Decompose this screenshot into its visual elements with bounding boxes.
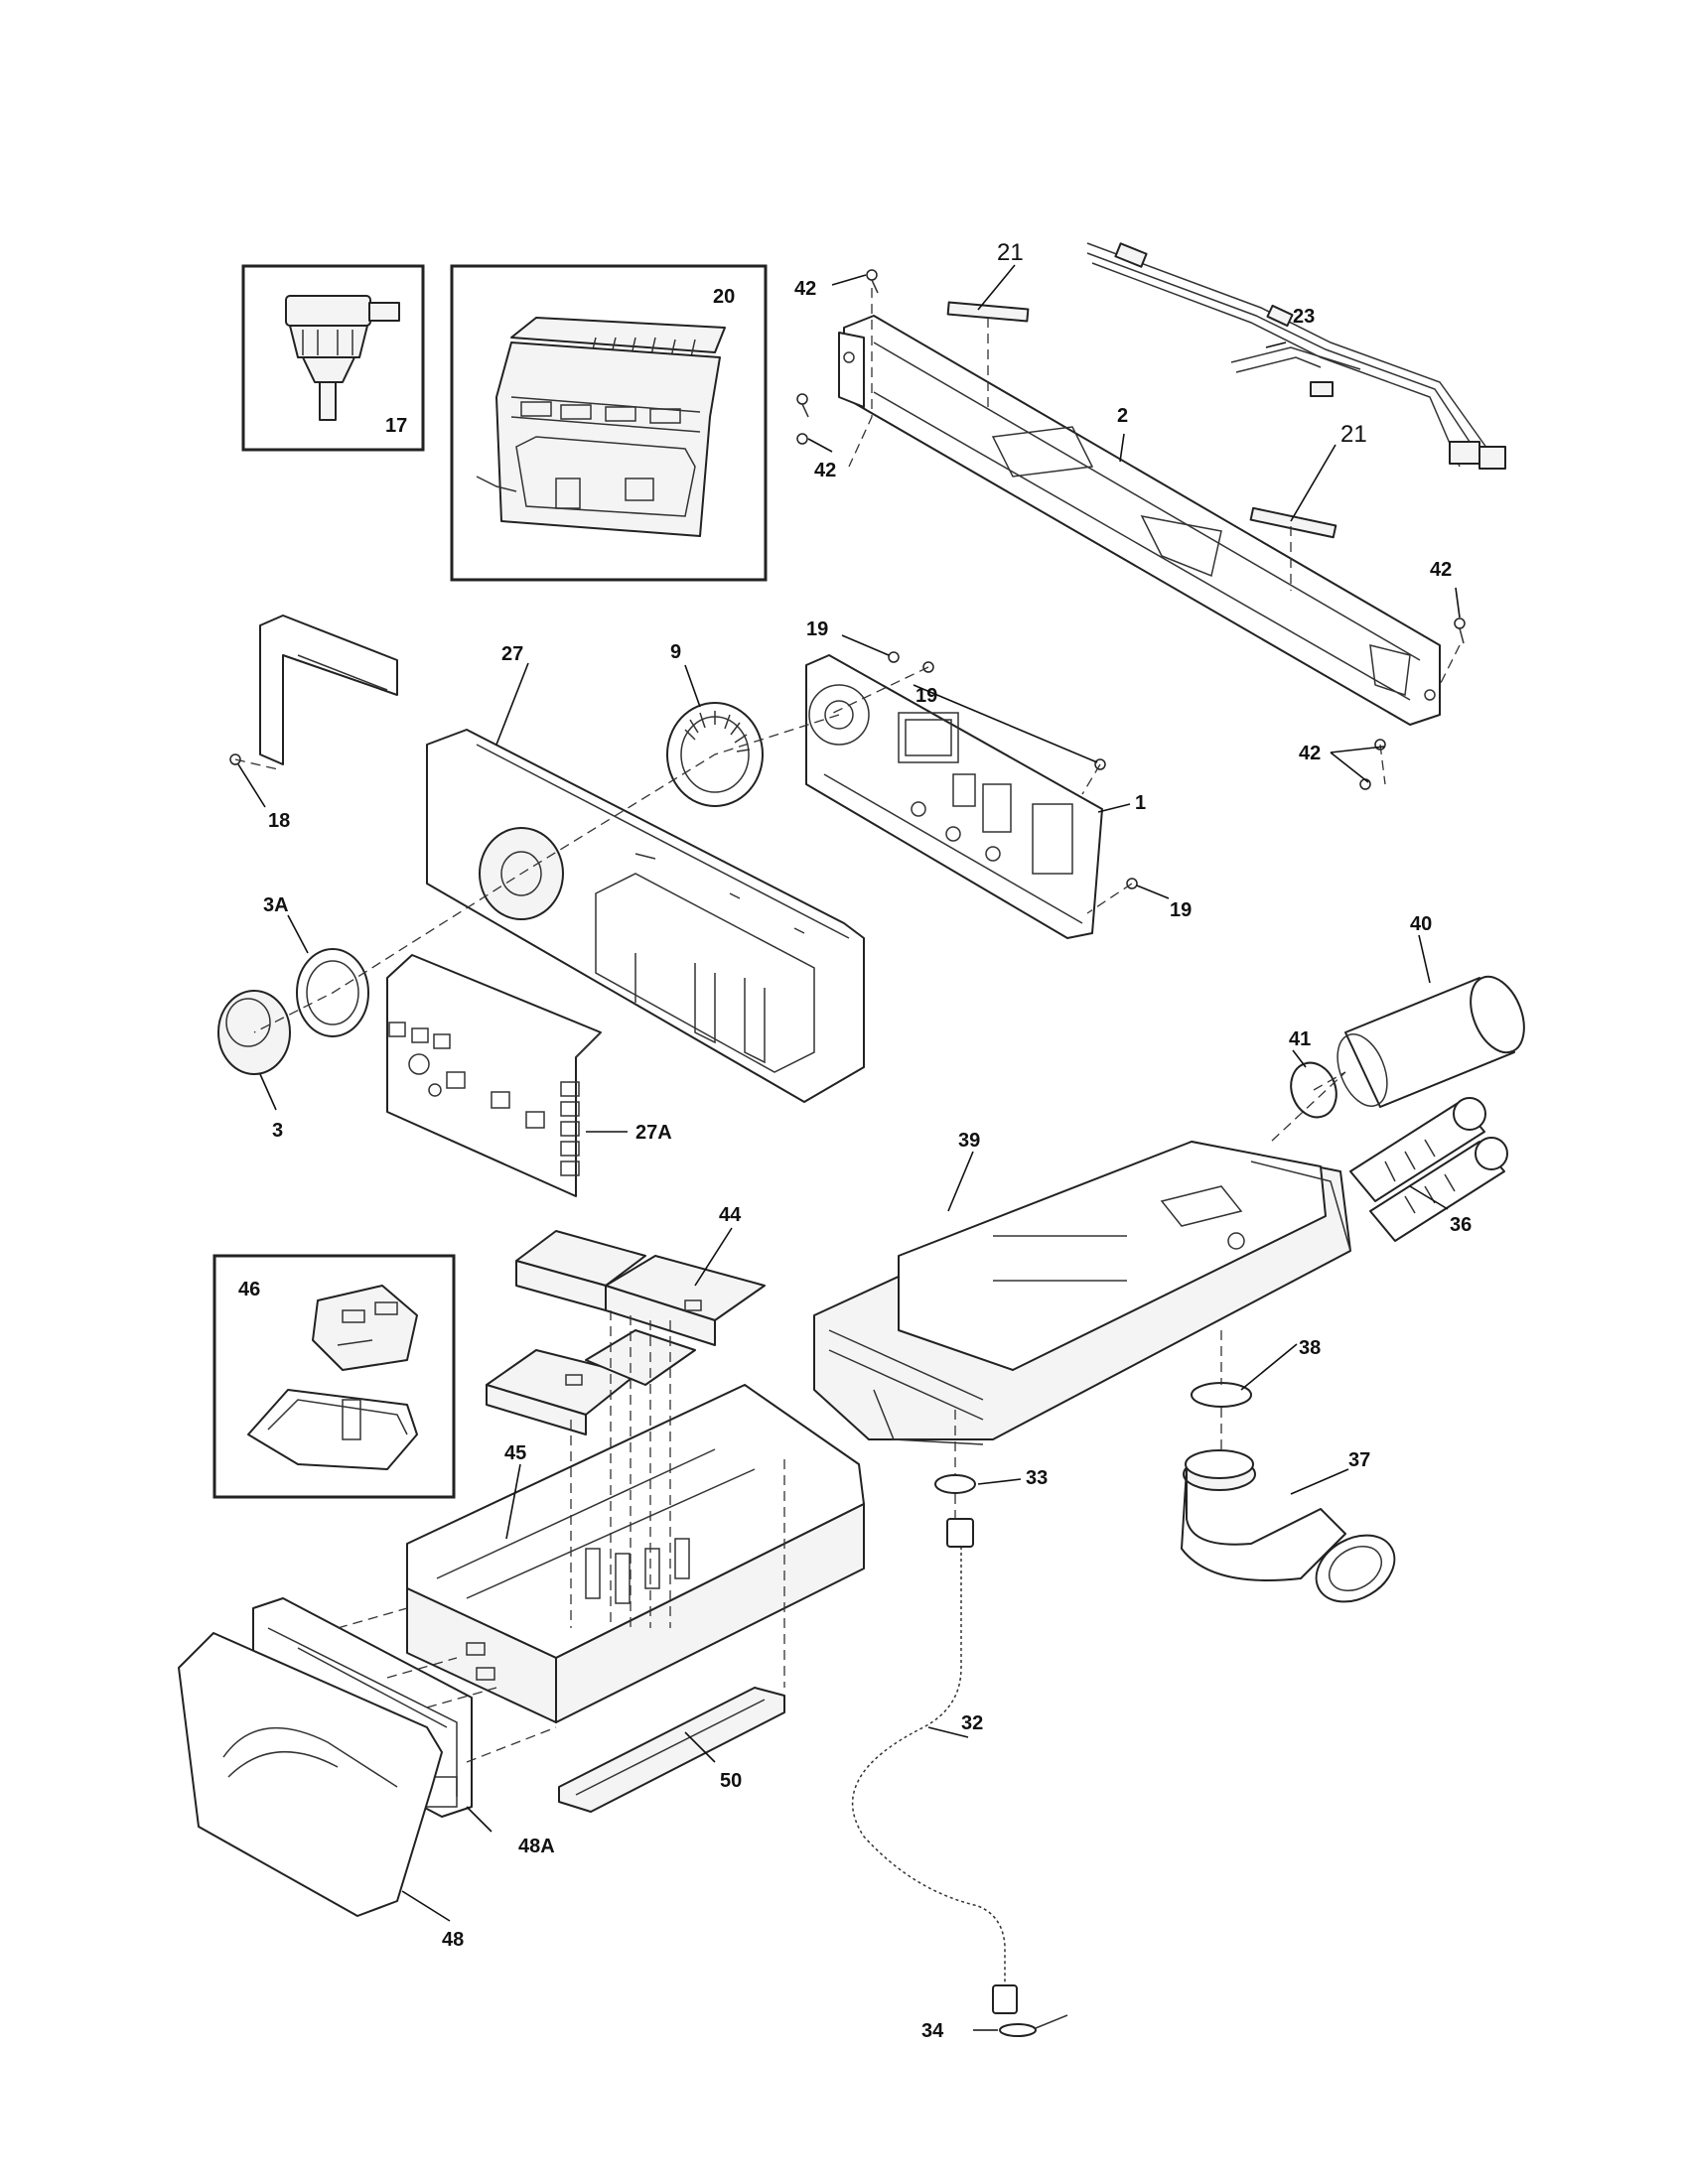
callout-18: 18 bbox=[268, 810, 290, 832]
callout-42-left: 42 bbox=[814, 460, 836, 481]
callout-42-bottom: 42 bbox=[1299, 743, 1321, 764]
part-21-strip-upper bbox=[946, 301, 1030, 323]
callout-44: 44 bbox=[719, 1204, 742, 1226]
callout-34: 34 bbox=[921, 2020, 944, 2042]
inset-part-46: 46 bbox=[212, 1254, 456, 1499]
callout-27: 27 bbox=[501, 643, 523, 665]
callout-21-upper: 21 bbox=[997, 239, 1024, 266]
screws-42 bbox=[796, 269, 1466, 790]
callout-50: 50 bbox=[720, 1770, 742, 1792]
callout-27A: 27A bbox=[635, 1122, 672, 1144]
inset-part-20: 20 bbox=[450, 264, 768, 582]
callout-40: 40 bbox=[1410, 913, 1432, 935]
callout-20: 20 bbox=[713, 286, 735, 308]
part-48-drawer-front bbox=[178, 1632, 443, 1917]
callout-23: 23 bbox=[1293, 306, 1315, 328]
callout-38: 38 bbox=[1299, 1337, 1321, 1359]
part-33-clamp bbox=[934, 1474, 976, 1494]
part-2-bracket bbox=[838, 315, 1441, 726]
part-45-drawer-body bbox=[406, 1384, 865, 1723]
part-37-bellows bbox=[1181, 1449, 1396, 1603]
callout-17: 17 bbox=[385, 415, 407, 437]
callout-3A: 3A bbox=[263, 894, 289, 916]
part-50-tray bbox=[558, 1687, 785, 1813]
callout-37: 37 bbox=[1348, 1449, 1370, 1471]
callout-19-top: 19 bbox=[806, 618, 828, 640]
part-40-tube bbox=[1336, 975, 1525, 1108]
callout-19-mid: 19 bbox=[915, 685, 937, 707]
callout-48A: 48A bbox=[518, 1836, 555, 1857]
part-27A-overlay bbox=[386, 954, 602, 1197]
callout-3: 3 bbox=[272, 1120, 283, 1142]
callout-42-right: 42 bbox=[1430, 559, 1452, 581]
callout-1: 1 bbox=[1135, 792, 1146, 814]
callout-21-lower: 21 bbox=[1340, 421, 1367, 448]
part-32-hose bbox=[847, 1518, 1018, 2014]
part-23-harness bbox=[1086, 242, 1506, 470]
part-1-control-board bbox=[805, 654, 1103, 939]
part-38-clamp bbox=[1191, 1382, 1252, 1408]
part-36-valves bbox=[1349, 1097, 1508, 1242]
callout-9: 9 bbox=[670, 641, 681, 663]
callout-41: 41 bbox=[1289, 1028, 1311, 1050]
part-34-tie bbox=[999, 2014, 1068, 2037]
leader-lines bbox=[237, 264, 1461, 2031]
part-21-strip-lower bbox=[1249, 506, 1337, 539]
callout-labels: 42 21 23 21 2 42 42 42 19 19 19 1 27 9 1… bbox=[263, 239, 1472, 2042]
part-44-trays bbox=[486, 1230, 766, 1435]
callout-2: 2 bbox=[1117, 405, 1128, 427]
callout-45: 45 bbox=[504, 1442, 526, 1464]
callout-42-top: 42 bbox=[794, 278, 816, 300]
callout-39: 39 bbox=[958, 1130, 980, 1152]
part-39-dispenser-housing bbox=[813, 1141, 1351, 1445]
callout-32: 32 bbox=[961, 1712, 983, 1734]
alignment-lines bbox=[234, 288, 1461, 1763]
callout-46: 46 bbox=[238, 1279, 260, 1300]
inset-part-17: 17 bbox=[241, 264, 425, 452]
callout-48: 48 bbox=[442, 1929, 464, 1951]
callout-33: 33 bbox=[1026, 1467, 1048, 1489]
callout-19-bottom: 19 bbox=[1170, 899, 1192, 921]
callout-36: 36 bbox=[1450, 1214, 1472, 1236]
